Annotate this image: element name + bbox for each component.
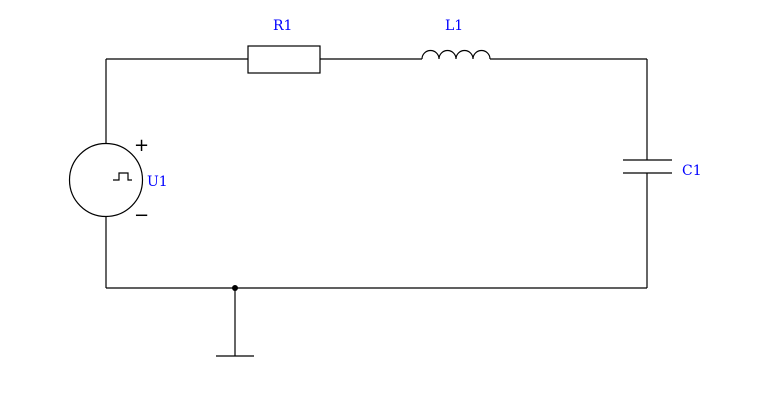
capacitor-c1: C1 [623, 159, 702, 179]
junction-dot [232, 285, 238, 291]
inductor-l1: L1 [421, 18, 491, 60]
plus-sign: + [134, 135, 149, 156]
source-circle [68, 142, 144, 218]
minus-sign: − [134, 205, 149, 226]
resistor-body [247, 45, 321, 74]
resistor-r1: R1 [247, 18, 321, 74]
capacitor-c1-label: C1 [682, 163, 702, 179]
inductor-coil [421, 49, 491, 60]
pulse-icon [113, 172, 132, 181]
voltage-source-u1-label: U1 [147, 174, 168, 190]
resistor-r1-label: R1 [273, 18, 292, 34]
inductor-l1-label: L1 [445, 18, 463, 34]
voltage-source-u1: + − U1 [68, 135, 168, 226]
wires [105, 58, 648, 356]
